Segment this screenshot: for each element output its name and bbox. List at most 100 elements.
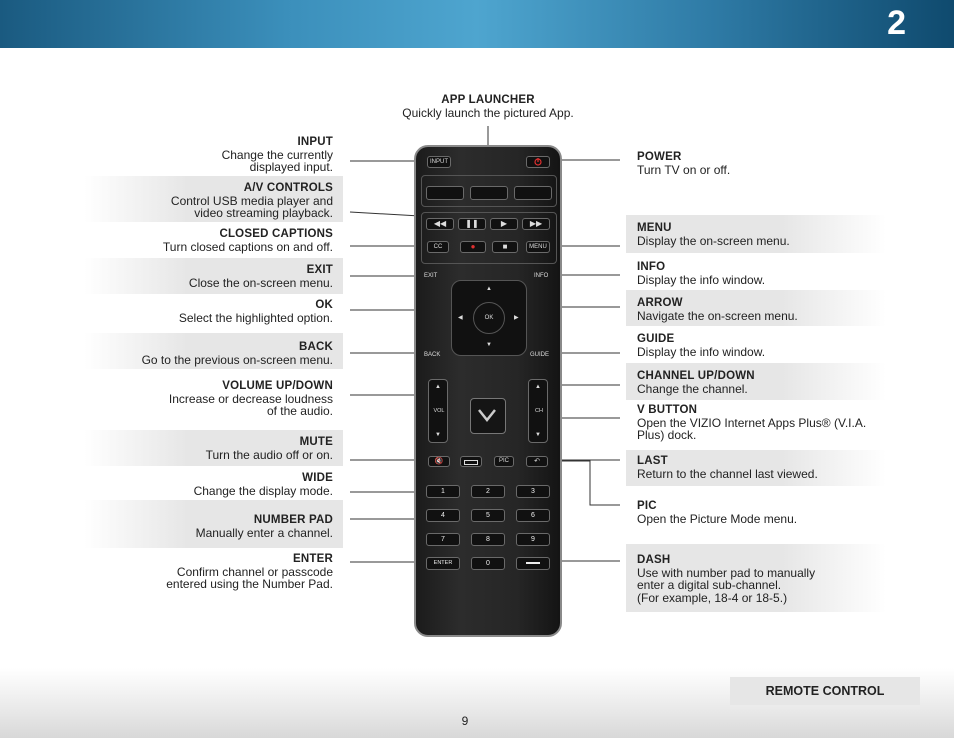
number-pad-title: NUMBER PAD bbox=[253, 514, 333, 526]
app-launcher-title: APP LAUNCHER bbox=[441, 94, 535, 106]
exit-title: EXIT bbox=[306, 264, 333, 276]
num-3-button: 3 bbox=[516, 485, 550, 498]
page-number: 9 bbox=[461, 714, 469, 728]
play-button: ▶ bbox=[490, 218, 518, 230]
enter-callout: ENTER Confirm channel or passcode entere… bbox=[90, 553, 333, 591]
num-9-button: 9 bbox=[516, 533, 550, 546]
app-button-3 bbox=[514, 186, 552, 200]
power-callout: POWER Turn TV on or off. bbox=[637, 151, 907, 176]
dash-callout: DASH Use with number pad to manually ent… bbox=[637, 554, 907, 604]
ok-desc: Select the highlighted option. bbox=[178, 310, 333, 325]
back-band bbox=[84, 333, 343, 369]
av-controls-title: A/V CONTROLS bbox=[243, 182, 333, 194]
ok-button: OK bbox=[473, 302, 505, 334]
arrow-pad: ▲ ▼ ◀ ▶ OK bbox=[451, 280, 527, 356]
channel-up-icon: ▲ bbox=[535, 384, 541, 390]
volume-up-icon: ▲ bbox=[435, 384, 441, 390]
num-7-button: 7 bbox=[426, 533, 460, 546]
v-button bbox=[470, 398, 506, 434]
arrow-title: ARROW bbox=[637, 297, 683, 309]
mute-title: MUTE bbox=[299, 436, 333, 448]
dash-desc-3: (For example, 18-4 or 18-5.) bbox=[637, 590, 788, 605]
menu-button: MENU bbox=[526, 241, 550, 253]
ok-title: OK bbox=[315, 299, 333, 311]
chapter-number: 2 bbox=[887, 4, 906, 42]
remote-control-image: INPUT ◀◀ ❚❚ ▶ ▶▶ ● ■ CC MENU EXIT INFO ▲… bbox=[414, 145, 562, 637]
record-button: ● bbox=[460, 241, 486, 253]
wide-button bbox=[460, 456, 482, 467]
rewind-button: ◀◀ bbox=[426, 218, 454, 230]
number-pad-band bbox=[84, 500, 343, 548]
channel-rocker: ▲ CH ▼ bbox=[528, 379, 548, 443]
back-label: BACK bbox=[424, 352, 441, 358]
number-pad-desc: Manually enter a channel. bbox=[195, 525, 333, 540]
channel-title: CHANNEL UP/DOWN bbox=[637, 370, 755, 382]
power-title: POWER bbox=[637, 151, 682, 163]
exit-band bbox=[84, 258, 343, 294]
last-callout: LAST Return to the channel last viewed. bbox=[637, 455, 907, 480]
ch-label: CH bbox=[535, 408, 543, 414]
num-8-button: 8 bbox=[471, 533, 505, 546]
info-callout: INFO Display the info window. bbox=[637, 261, 907, 286]
closed-captions-title: CLOSED CAPTIONS bbox=[219, 228, 333, 240]
mute-band bbox=[84, 430, 343, 466]
enter-button: ENTER bbox=[426, 557, 460, 570]
section-label: REMOTE CONTROL bbox=[730, 677, 920, 705]
menu-title: MENU bbox=[637, 222, 672, 234]
stop-button: ■ bbox=[492, 241, 518, 253]
power-desc: Turn TV on or off. bbox=[637, 162, 731, 177]
volume-desc-1: Increase or decrease loudness bbox=[168, 391, 333, 406]
app-button-2 bbox=[470, 186, 508, 200]
back-callout: BACK Go to the previous on-screen menu. bbox=[90, 341, 333, 366]
cc-button: CC bbox=[427, 241, 449, 253]
av-controls-group: ◀◀ ❚❚ ▶ ▶▶ ● ■ bbox=[421, 212, 557, 264]
av-controls-band bbox=[84, 176, 343, 222]
arrow-callout: ARROW Navigate the on-screen menu. bbox=[637, 297, 907, 322]
back-title: BACK bbox=[298, 341, 333, 353]
down-arrow-icon: ▼ bbox=[486, 342, 492, 348]
info-title: INFO bbox=[637, 261, 666, 273]
num-6-button: 6 bbox=[516, 509, 550, 522]
wide-callout: WIDE Change the display mode. bbox=[90, 472, 333, 497]
dash-band bbox=[626, 544, 886, 612]
last-title: LAST bbox=[637, 455, 668, 467]
guide-callout: GUIDE Display the info window. bbox=[637, 333, 907, 358]
channel-band bbox=[626, 363, 886, 400]
dash-desc-2: enter a digital sub-channel. bbox=[637, 578, 782, 592]
input-title: INPUT bbox=[297, 136, 333, 148]
num-0-button: 0 bbox=[471, 557, 505, 570]
input-button: INPUT bbox=[427, 156, 451, 168]
num-4-button: 4 bbox=[426, 509, 460, 522]
right-arrow-icon: ▶ bbox=[514, 315, 519, 321]
power-button bbox=[526, 156, 550, 168]
volume-callout: VOLUME UP/DOWN Increase or decrease loud… bbox=[90, 380, 333, 418]
menu-callout: MENU Display the on-screen menu. bbox=[637, 222, 907, 247]
guide-desc: Display the info window. bbox=[637, 344, 766, 359]
channel-down-icon: ▼ bbox=[535, 432, 541, 438]
number-pad-callout: NUMBER PAD Manually enter a channel. bbox=[90, 514, 333, 539]
vizio-v-icon bbox=[478, 409, 496, 423]
channel-desc: Change the channel. bbox=[637, 381, 748, 396]
closed-captions-callout: CLOSED CAPTIONS Turn closed captions on … bbox=[90, 228, 333, 253]
exit-desc: Close the on-screen menu. bbox=[188, 275, 333, 290]
back-desc: Go to the previous on-screen menu. bbox=[141, 352, 333, 367]
volume-title: VOLUME UP/DOWN bbox=[222, 380, 333, 392]
pic-callout: PIC Open the Picture Mode menu. bbox=[637, 500, 907, 525]
power-icon bbox=[534, 158, 542, 166]
av-controls-desc-1: Control USB media player and bbox=[170, 193, 333, 208]
up-arrow-icon: ▲ bbox=[486, 286, 492, 292]
v-button-desc-1: Open the VIZIO Internet Apps Plus® (V.I.… bbox=[637, 415, 867, 430]
last-desc: Return to the channel last viewed. bbox=[637, 466, 818, 481]
menu-desc: Display the on-screen menu. bbox=[637, 233, 790, 248]
v-button-callout: V BUTTON Open the VIZIO Internet Apps Pl… bbox=[637, 404, 907, 442]
vol-label: VOL bbox=[433, 408, 445, 414]
left-arrow-icon: ◀ bbox=[458, 315, 463, 321]
enter-desc-1: Confirm channel or passcode bbox=[176, 564, 333, 579]
pic-button: PIC bbox=[494, 456, 514, 467]
dash-title: DASH bbox=[637, 554, 671, 566]
channel-callout: CHANNEL UP/DOWN Change the channel. bbox=[637, 370, 907, 395]
exit-callout: EXIT Close the on-screen menu. bbox=[90, 264, 333, 289]
arrow-desc: Navigate the on-screen menu. bbox=[637, 308, 798, 323]
mute-callout: MUTE Turn the audio off or on. bbox=[90, 436, 333, 461]
num-2-button: 2 bbox=[471, 485, 505, 498]
